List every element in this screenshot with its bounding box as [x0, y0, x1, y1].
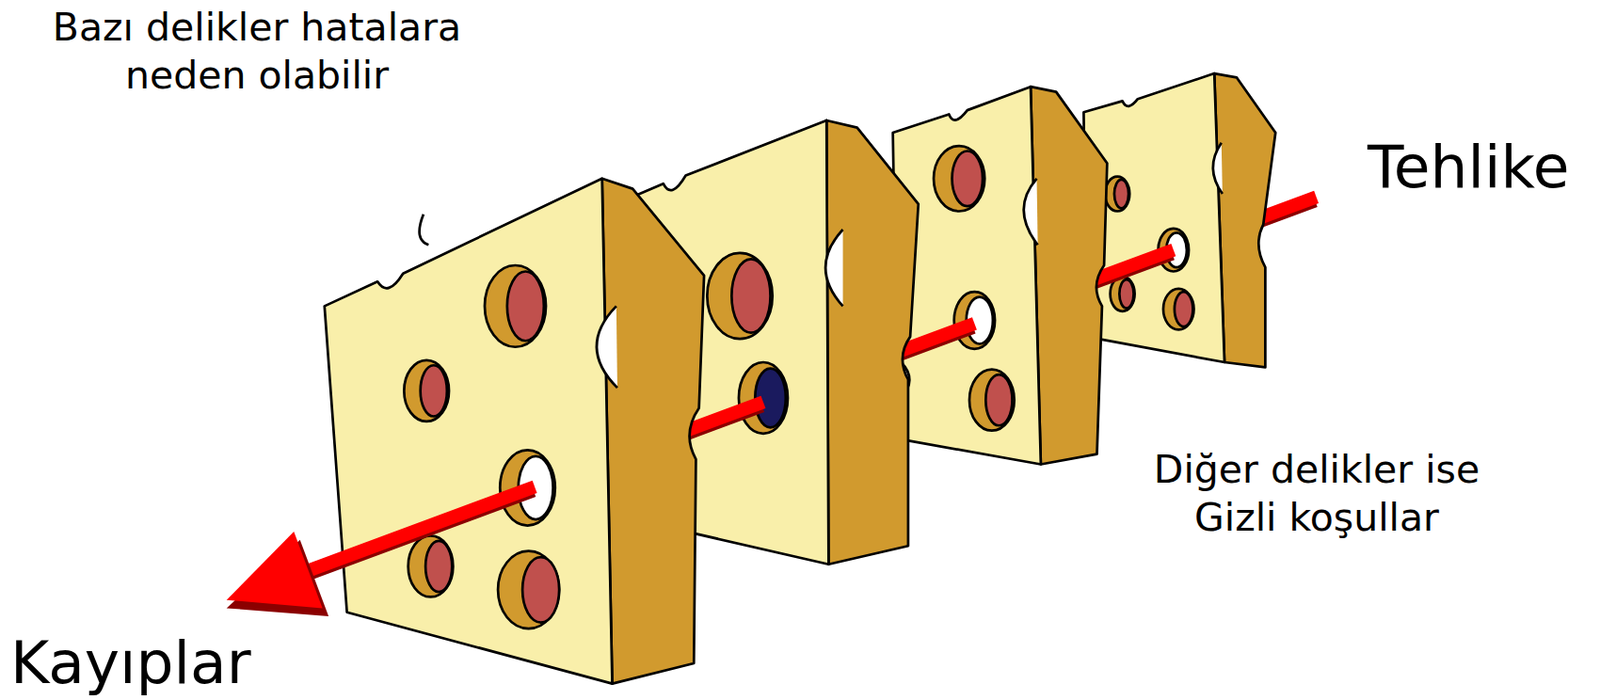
cheese-part	[420, 365, 448, 416]
cheese-part	[324, 178, 613, 685]
cheese-part	[1119, 279, 1134, 308]
annotation-label: Kayıplar	[10, 627, 293, 700]
cheese-part	[403, 360, 449, 422]
cheese-part	[1030, 86, 1107, 464]
cheese-part	[226, 531, 323, 608]
cheese-part	[969, 369, 1015, 432]
cheese-part	[497, 551, 560, 629]
cheese-part	[484, 265, 546, 348]
cheese-part	[706, 253, 772, 339]
cheese-part	[954, 291, 995, 350]
cheese-slice	[1083, 73, 1276, 368]
cheese-slice	[324, 178, 704, 685]
annotation-label: Tehlike	[1367, 131, 1594, 204]
cheese-part	[408, 535, 454, 597]
cheese-part	[305, 486, 535, 572]
cheese-part	[1024, 178, 1039, 245]
annotation-label: Bazı delikler hatalara neden olabilir	[31, 3, 483, 100]
cheese-part	[825, 229, 843, 306]
cheese-part	[507, 271, 544, 341]
cheese-part	[596, 305, 618, 388]
cheese-part	[419, 214, 430, 246]
cheese-part	[731, 258, 770, 333]
cheese-part	[826, 120, 919, 565]
cheese-part	[738, 362, 788, 434]
cheese-part	[1174, 291, 1194, 327]
annotation-label: Diğer delikler ise Gizli koşullar	[1128, 446, 1505, 543]
arrow-head	[226, 486, 535, 617]
cheese-part	[1104, 176, 1130, 212]
cheese-part	[522, 557, 560, 623]
cheese-part	[305, 494, 535, 579]
cheese-part	[952, 151, 984, 208]
cheese-part	[933, 145, 985, 211]
cheese-part	[425, 541, 452, 592]
cheese-part	[1213, 143, 1223, 194]
cheese-part	[1163, 288, 1195, 330]
cheese-part	[985, 374, 1012, 426]
cheese-part	[1114, 179, 1129, 208]
cheese-part	[602, 178, 704, 685]
cheese-slice	[893, 86, 1108, 464]
